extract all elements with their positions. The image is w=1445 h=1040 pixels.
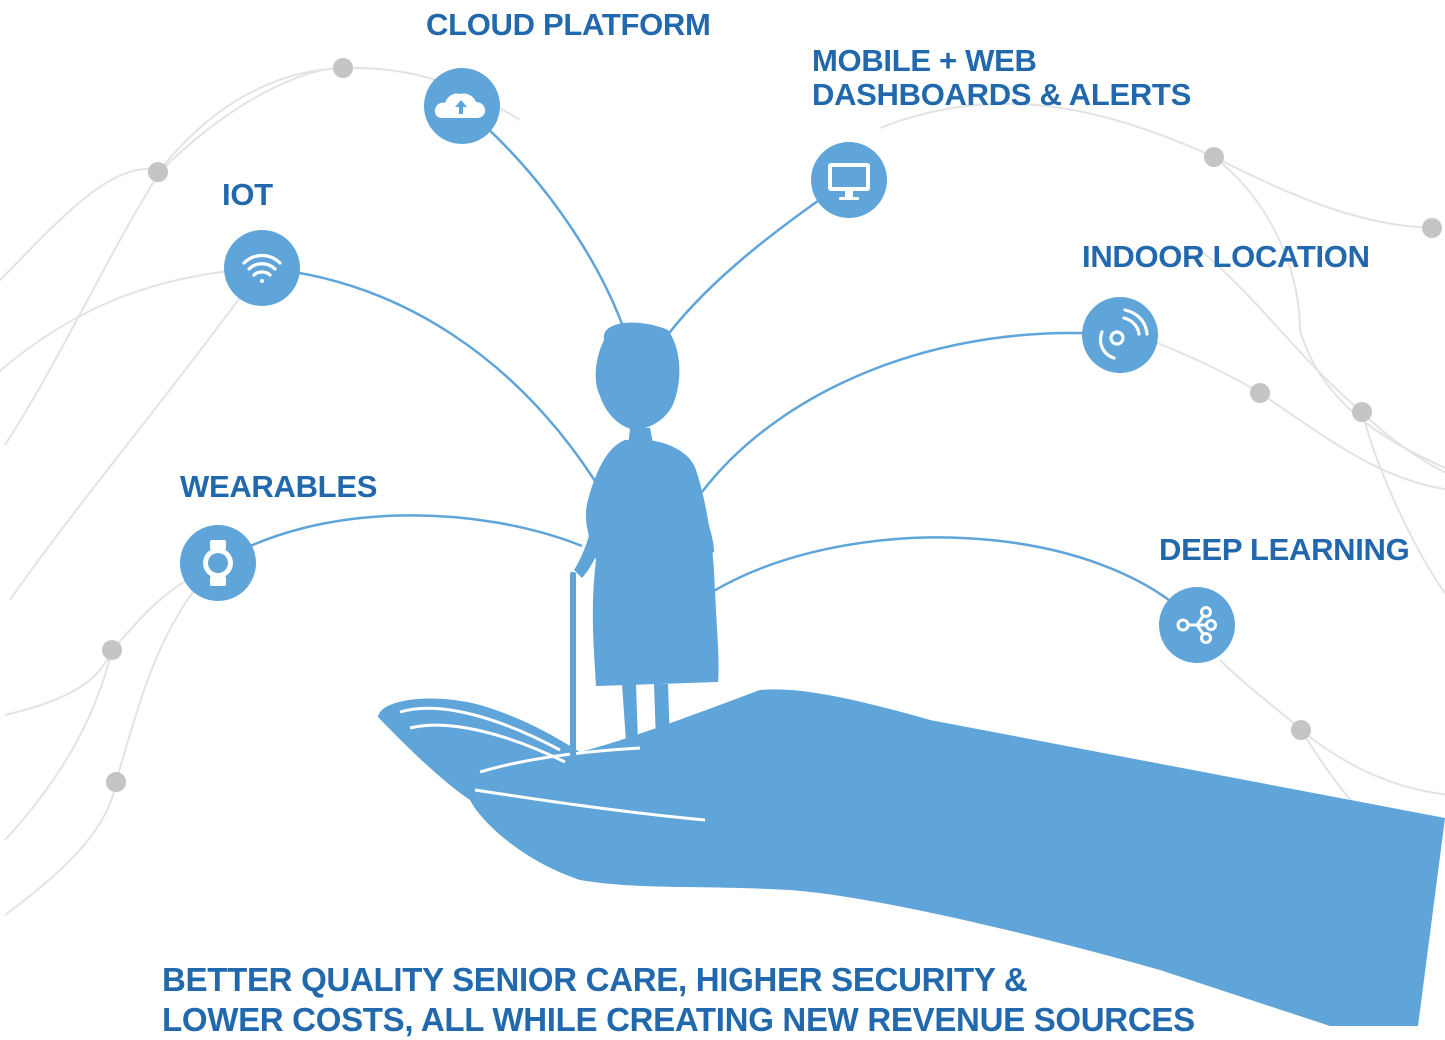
deep-learning-label: DEEP LEARNING [1159,532,1410,567]
tagline: BETTER QUALITY SENIOR CARE, HIGHER SECUR… [162,960,1195,1040]
iot-node [224,230,300,306]
location-signal-icon [1098,308,1149,360]
senior-figure [570,322,719,760]
deep-node [1159,587,1235,663]
mobile-web-label-line1: MOBILE + WEB [812,43,1037,78]
connector-indoor [701,331,1121,493]
wearables-node [180,525,256,601]
connector-iot [261,266,604,493]
cloud-platform-label: CLOUD PLATFORM [426,7,711,42]
indoor-location-label: INDOOR LOCATION [1082,239,1370,274]
wifi-icon [242,253,282,283]
share-nodes-icon [1176,606,1217,644]
cloud-upload-icon [434,93,486,118]
mobile-node [811,142,887,218]
connector-deep [711,536,1198,626]
open-hand [378,689,1445,1026]
tagline-line1: BETTER QUALITY SENIOR CARE, HIGHER SECUR… [162,961,1028,998]
tagline-line2: LOWER COSTS, ALL WHILE CREATING NEW REVE… [162,1001,1195,1038]
background-dots [102,58,1442,792]
smartwatch-icon [203,540,233,586]
monitor-icon [828,163,870,200]
connector-mobile [658,178,849,346]
connector-cloud [461,105,628,336]
mobile-web-label-line2: DASHBOARDS & ALERTS [812,77,1191,112]
iot-label: IOT [222,177,273,212]
wearables-label: WEARABLES [180,469,378,504]
cloud-node [424,68,500,144]
mobile-web-label: MOBILE + WEB DASHBOARDS & ALERTS [812,44,1191,112]
connector-lines [217,105,1198,626]
indoor-node [1082,297,1158,373]
connector-wearables [217,514,583,565]
